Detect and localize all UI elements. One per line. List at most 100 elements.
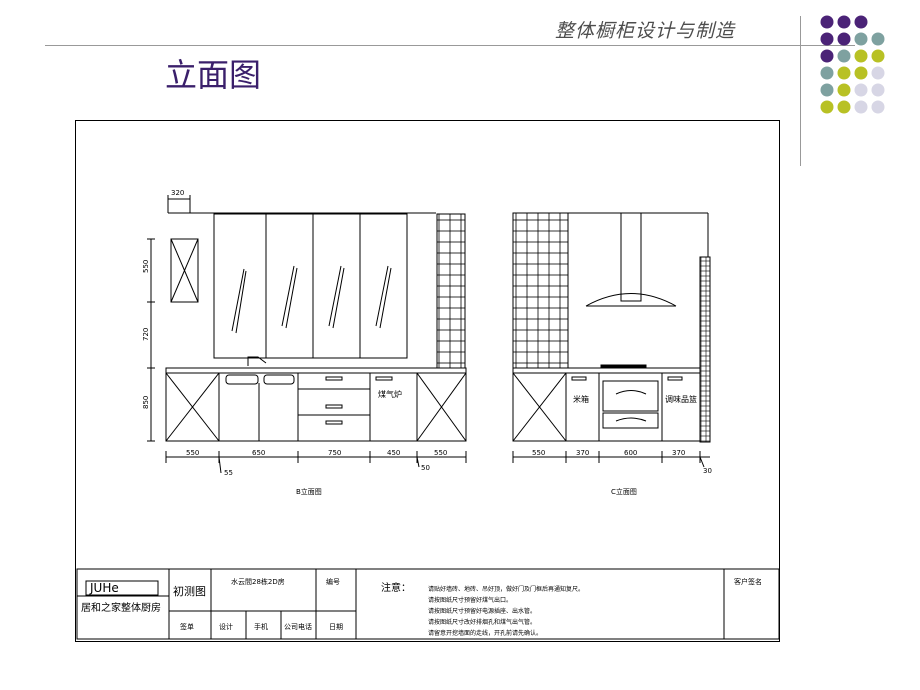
window-box (170, 238, 199, 303)
width-dim-text: 600 (624, 449, 637, 457)
note-item: 请按图纸尺寸改好排烟孔和煤气出气管。 (428, 618, 536, 626)
decorative-dot (854, 49, 868, 63)
decorative-dot (871, 100, 885, 114)
elevation-c (512, 212, 711, 468)
width-dim-text: 650 (252, 449, 265, 457)
drawer-handle (325, 404, 343, 409)
stage-label: 初测图 (173, 584, 206, 598)
tb-field: 设计 (219, 622, 233, 631)
decorative-dot (854, 66, 868, 80)
countertop-c (512, 367, 701, 374)
decorative-dot (837, 32, 851, 46)
note-item: 请留意开挖墙面的走线，开孔前请先确认。 (428, 629, 542, 637)
oven-handle (615, 390, 647, 395)
decorative-dot (837, 100, 851, 114)
corner-cross-b (416, 372, 467, 442)
wall-cabinet-b (213, 213, 408, 359)
header-vertical-divider (800, 16, 801, 166)
decorative-dot (820, 32, 834, 46)
oven-handle (615, 417, 647, 422)
notes-title: 注意： (381, 581, 411, 594)
oven-upper (602, 380, 659, 412)
drawer-handle (325, 420, 343, 425)
drawer-handle (375, 376, 393, 381)
title-block-frame (76, 568, 780, 640)
appliance-label: 米箱 (573, 394, 589, 404)
decorative-dot (871, 49, 885, 63)
decorative-dot (837, 49, 851, 63)
decorative-dot (820, 83, 834, 97)
faucet (247, 356, 267, 366)
depth-dim-text: 320 (171, 189, 184, 197)
header-title: 整体橱柜设计与制造 (555, 20, 736, 42)
leader-line (416, 456, 420, 468)
tile-wall-c (512, 212, 569, 369)
glass-highlight (281, 265, 298, 329)
sink-bowl (263, 374, 295, 385)
decorative-dot (820, 49, 834, 63)
decorative-dot (854, 32, 868, 46)
page-title: 立面图 (165, 56, 262, 94)
drawer-handle (325, 376, 343, 381)
company-name: 居和之家整体厨房 (81, 601, 161, 614)
oven-lower (602, 412, 659, 429)
project-name: 水云間28栋2D房 (231, 577, 285, 586)
width-dim-text: 550 (186, 449, 199, 457)
hood-chimney (620, 212, 642, 302)
decorative-dot (854, 83, 868, 97)
appliance-label: 煤气炉 (378, 389, 402, 399)
elevation-c-caption: C立面图 (611, 487, 637, 496)
company-logo: JUHe (89, 581, 119, 595)
height-dim-text: 720 (142, 328, 150, 341)
base-cabinet-b (165, 372, 467, 442)
sink-bowl (225, 374, 259, 385)
leader-line (699, 456, 705, 468)
decorative-dot (837, 83, 851, 97)
title-block (76, 568, 780, 640)
elevation-drawing-sheet: 320 550 720 850 550 650 750 450 550 55 5… (75, 120, 780, 642)
decorative-dot (854, 100, 868, 114)
note-item: 请按图纸尺寸预留好电源插座、出水管。 (428, 607, 536, 615)
width-dim-text: 550 (532, 449, 545, 457)
tb-field: 签单 (180, 622, 194, 631)
window-cross-b (170, 238, 199, 303)
height-dim-text: 850 (142, 396, 150, 409)
drawer-handle (667, 376, 683, 381)
number-label: 编号 (326, 577, 340, 586)
glass-highlight (328, 265, 345, 329)
width-dim-text: 450 (387, 449, 400, 457)
tb-field: 公司电话 (284, 622, 312, 631)
note-item: 请按图纸尺寸预留好煤气出口。 (428, 596, 512, 604)
elevation-b-caption: B立面图 (296, 487, 322, 496)
glass-highlight (375, 265, 392, 329)
decorative-dot (820, 100, 834, 114)
width-dim-text: 550 (434, 449, 447, 457)
decorative-dot (820, 66, 834, 80)
side-tile-strip (699, 256, 711, 443)
sub-dim-text: 50 (421, 464, 430, 472)
width-dim-text: 370 (672, 449, 685, 457)
decorative-dot (820, 15, 834, 29)
decorative-dot (871, 32, 885, 46)
corner-cross-b (512, 372, 567, 442)
tb-field: 手机 (254, 622, 268, 631)
decorative-dot-grid (820, 15, 885, 114)
width-dim-text: 750 (328, 449, 341, 457)
header-divider (45, 45, 855, 46)
corner-cross-b (165, 372, 220, 442)
decorative-dot (871, 83, 885, 97)
logo-box (85, 580, 159, 596)
base-cabinet-c (512, 372, 701, 442)
elevation-b (147, 195, 467, 474)
sub-dim-text: 55 (224, 469, 233, 477)
elevation-svg: 320 550 720 850 550 650 750 450 550 55 5… (76, 189, 780, 640)
leader-line (218, 456, 222, 474)
sub-dim-text: 30 (703, 467, 712, 475)
width-dim-text: 370 (576, 449, 589, 457)
note-item: 请贴好墙砖、地砖、吊好顶，做好门及门框后再通知复尺。 (428, 585, 584, 593)
tb-field: 日期 (329, 623, 343, 631)
customer-sign-label: 客户签名 (734, 577, 762, 586)
countertop-b (165, 367, 467, 374)
decorative-dot (854, 15, 868, 29)
decorative-dot (837, 66, 851, 80)
